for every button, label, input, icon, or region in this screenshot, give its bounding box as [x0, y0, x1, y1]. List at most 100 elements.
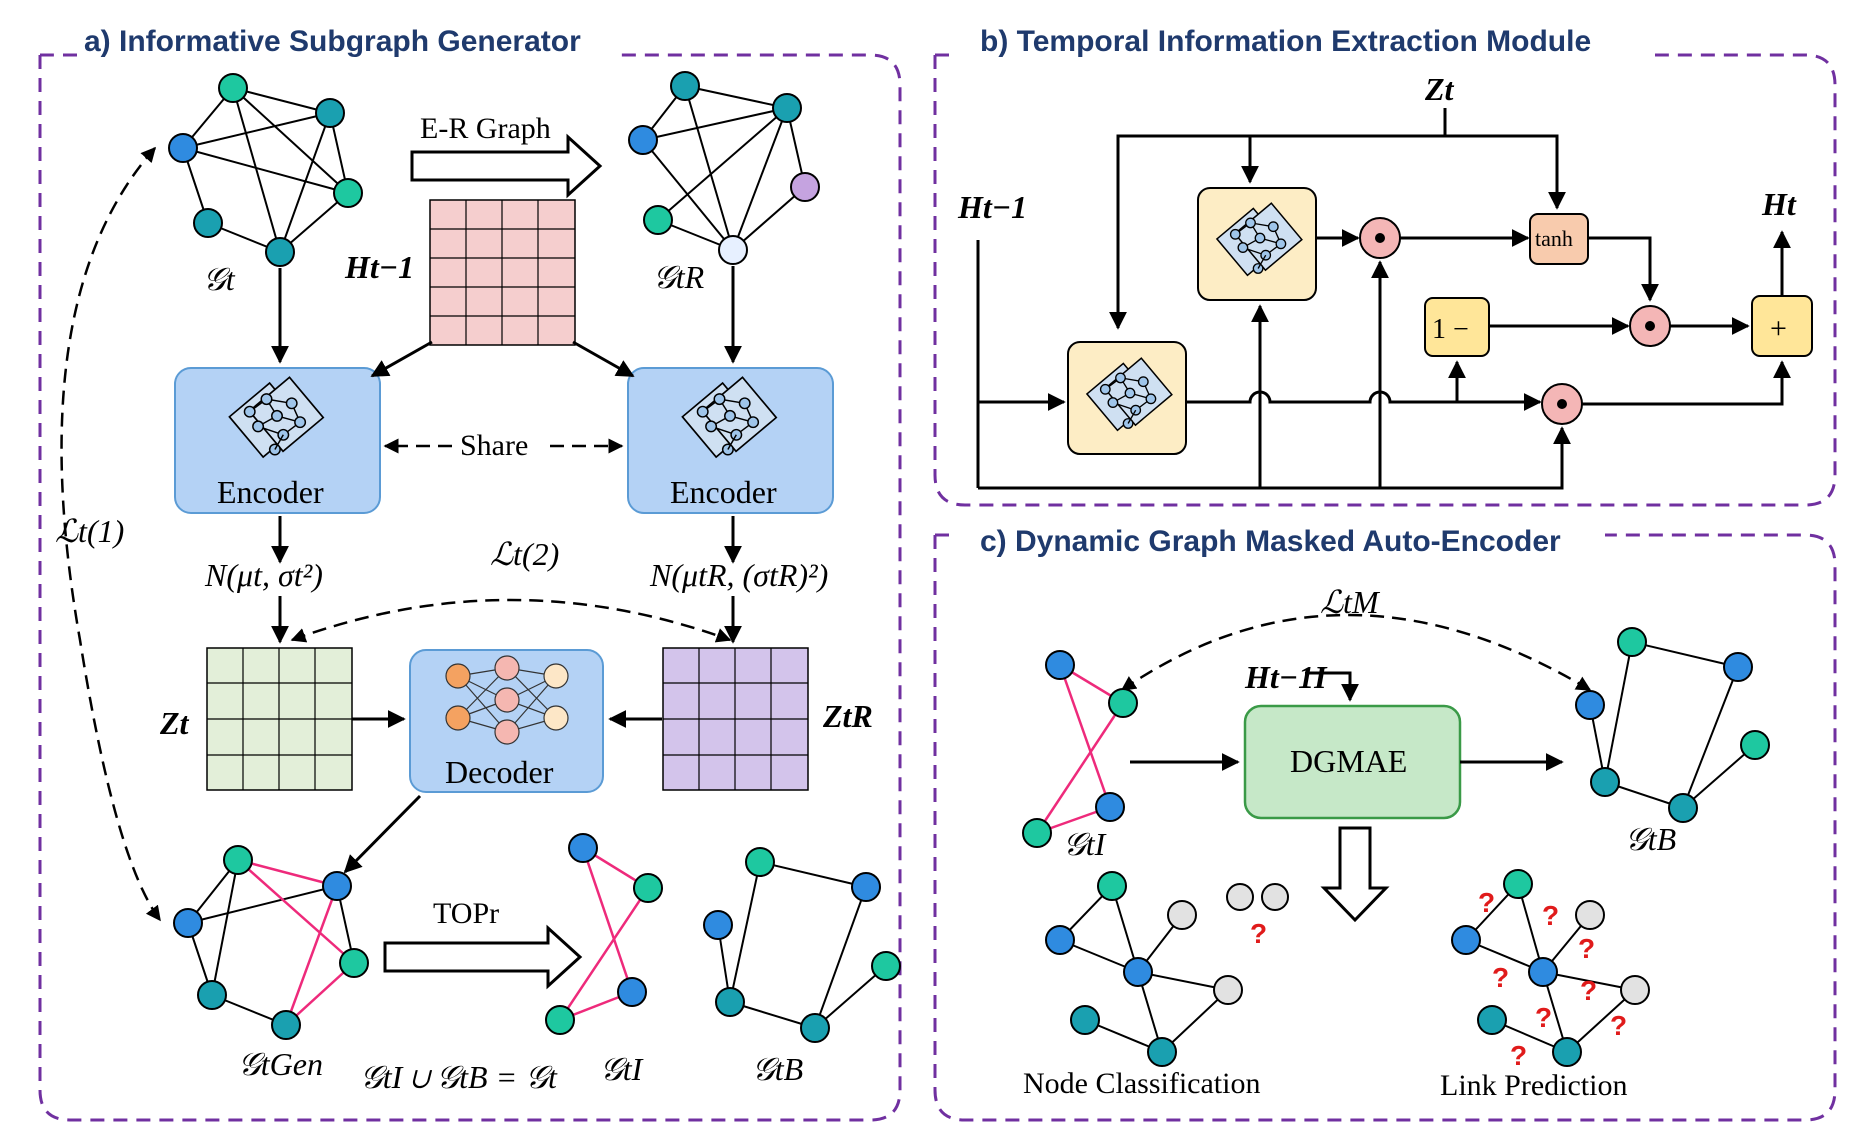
zt-to-gnn1	[1109, 108, 1447, 330]
graph-node	[628, 125, 658, 155]
label-h-t-b: Ht	[1761, 186, 1797, 222]
loss2-label: ℒt(2)	[490, 536, 559, 572]
graph-g-t-r	[628, 71, 820, 265]
graph-g-i	[545, 833, 663, 1035]
hadamard-gate-3	[1541, 383, 1583, 425]
z-t-r-matrix	[662, 647, 809, 791]
hadamard-gate-1	[1359, 217, 1401, 259]
graph-node	[1575, 900, 1605, 930]
label-h-prev-i: Ht−1I	[1244, 659, 1328, 695]
graph-node	[1261, 883, 1289, 911]
label-g-b: 𝒢tB	[752, 1051, 803, 1087]
section-a-title: a) Informative Subgraph Generator	[84, 25, 581, 58]
graph-node	[1108, 688, 1138, 718]
graph-node	[1070, 1005, 1100, 1035]
graph-node	[223, 845, 253, 875]
graph-node	[339, 948, 369, 978]
section-b-frame	[933, 53, 1837, 507]
graph-node	[633, 873, 663, 903]
label-h-prev: Ht−1	[344, 249, 414, 285]
graph-node	[168, 133, 198, 163]
graph-node	[1620, 975, 1650, 1005]
graph-node	[1213, 975, 1243, 1005]
label-z-t-b: Zt	[1424, 71, 1455, 107]
graph-node	[173, 908, 203, 938]
graph-node	[1668, 793, 1698, 823]
output-down-arrow	[1320, 826, 1390, 923]
graph-node	[1528, 957, 1558, 987]
plus-box: +	[1751, 295, 1813, 357]
zt-to-tanh	[1445, 134, 1566, 210]
graph-node	[670, 71, 700, 101]
graph-node	[1503, 869, 1533, 899]
graph-node	[1022, 818, 1052, 848]
graph-node	[545, 1005, 575, 1035]
graph-g-i-c	[1022, 650, 1138, 848]
label-g-gen: 𝒢tGen	[238, 1046, 323, 1082]
label-g-b-c: 𝒢tB	[1625, 821, 1676, 857]
question-mark: ?	[1578, 933, 1595, 964]
graph-node	[871, 951, 901, 981]
node-classification-label: Node Classification	[1023, 1067, 1260, 1100]
question-mark: ?	[1492, 962, 1509, 993]
share-label: Share	[460, 429, 528, 462]
dgmae-label: DGMAE	[1290, 743, 1407, 779]
plus-label: +	[1770, 312, 1787, 345]
label-g-t-r: 𝒢tR	[653, 259, 705, 295]
label-g-i-c: 𝒢tI	[1063, 826, 1107, 862]
section-c-title: c) Dynamic Graph Masked Auto-Encoder	[980, 525, 1561, 558]
question-mark: ?	[1580, 975, 1597, 1006]
loss1-label: ℒt(1)	[55, 513, 124, 549]
loss-m-label: ℒtM	[1320, 584, 1381, 620]
graph-node	[1167, 900, 1197, 930]
graph-node	[1095, 792, 1125, 822]
graph-node	[1045, 925, 1075, 955]
question-mark: ?	[1535, 1002, 1552, 1033]
graph-g-b	[703, 847, 901, 1043]
question-mark: ?	[1610, 1010, 1627, 1041]
graph-node	[1451, 925, 1481, 955]
graph-node	[617, 977, 647, 1007]
tanh-box: tanh	[1529, 213, 1589, 265]
label-z-t: Zt	[159, 705, 190, 741]
dist-left: N(μt, σt²)	[204, 557, 323, 593]
graph-node	[568, 833, 598, 863]
graph-node	[1552, 1037, 1582, 1067]
graph-node	[718, 235, 748, 265]
gnn-block-upper	[1197, 187, 1317, 301]
graph-node	[643, 205, 673, 235]
link-prediction-label: Link Prediction	[1440, 1069, 1627, 1102]
er-graph-arrow	[410, 133, 603, 199]
graph-node	[703, 910, 733, 940]
top-r-label: TOPr	[433, 897, 499, 930]
graph-node	[790, 172, 820, 202]
one-minus-label: 1 −	[1432, 314, 1469, 345]
label-g-t: 𝒢t	[203, 261, 236, 297]
graph-node	[715, 987, 745, 1017]
er-graph-label: E-R Graph	[420, 112, 551, 145]
graph-node	[1123, 957, 1153, 987]
graph-node	[1147, 1037, 1177, 1067]
graph-g-t	[168, 73, 363, 267]
graph-node	[271, 1010, 301, 1040]
graph-node	[265, 237, 295, 267]
label-z-t-r: ZtR	[822, 698, 873, 734]
encoder-left: Encoder	[174, 367, 381, 514]
dist-right: N(μtR, (σtR)²)	[649, 557, 828, 593]
section-c-frame	[933, 533, 1837, 1122]
graph-node	[1226, 883, 1254, 911]
graph-node	[322, 871, 352, 901]
graph-node	[1477, 1005, 1507, 1035]
node-classification-graph: ?	[1045, 871, 1289, 1067]
label-h-prev-b: Ht−1	[957, 189, 1027, 225]
question-mark: ?	[1542, 900, 1559, 931]
encoder-left-label: Encoder	[217, 474, 324, 510]
one-minus-box: 1 −	[1424, 297, 1490, 357]
graph-node	[315, 98, 345, 128]
graph-node	[851, 872, 881, 902]
graph-node	[1097, 871, 1127, 901]
graph-node	[193, 208, 223, 238]
question-mark: ?	[1510, 1040, 1527, 1071]
graph-node	[197, 980, 227, 1010]
